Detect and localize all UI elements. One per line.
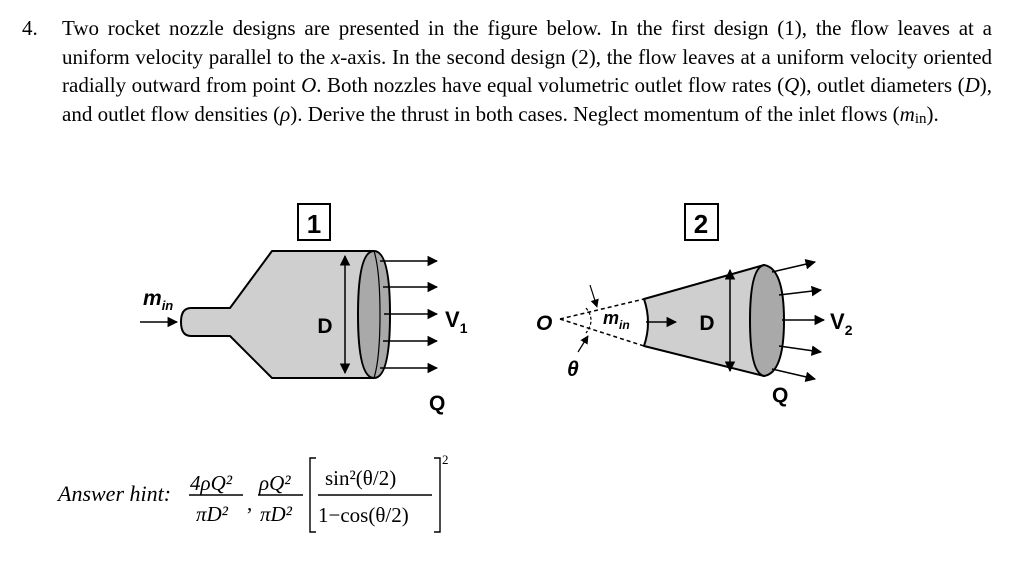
problem-statement: 4. Two rocket nozzle designs are present…: [22, 14, 992, 133]
figure-1-label-box: [297, 203, 331, 241]
flow-1-label: Q: [429, 392, 445, 415]
angle-theta-arc: [585, 307, 592, 334]
inlet-2-label: min: [603, 308, 630, 332]
diameter-1-label: D: [317, 315, 332, 338]
term2-numerator: ρQ²: [258, 471, 291, 495]
term1-numerator: 4ρQ²: [190, 471, 233, 495]
figure-1-label: 1: [307, 209, 321, 239]
left-bracket: [309, 457, 316, 533]
outlet-2-velocity-arrows: [771, 259, 826, 382]
answer-hint-label: Answer hint:: [58, 481, 172, 506]
term1-denominator: πD²: [196, 502, 229, 526]
problem-number: 4.: [22, 16, 38, 40]
diameter-2-label: D: [699, 312, 714, 335]
problem-text: Two rocket nozzle designs are presented …: [62, 16, 993, 127]
figure-2: 2 D θ O min V2: [536, 203, 853, 407]
origin-label: O: [536, 312, 552, 335]
angle-arrow-top: [589, 284, 599, 308]
answer-hint-formula: 4ρQ² πD² , ρQ² πD² sin²(θ/2) 1−cos(θ/2) …: [189, 452, 449, 533]
angle-arrow-bottom: [577, 335, 589, 353]
velocity-1-label: V1: [445, 307, 468, 336]
bracket-exponent: 2: [442, 452, 449, 467]
nozzle-2-exit: [748, 263, 786, 378]
flow-2-label: Q: [772, 384, 788, 407]
formula-separator: ,: [247, 491, 252, 515]
bracket-denominator: 1−cos(θ/2): [318, 503, 409, 527]
nozzle-2-rays: [559, 264, 765, 377]
velocity-2-label: V2: [830, 309, 853, 338]
figure-1: 1 D min V1 Q: [140, 203, 468, 415]
figure-2-label: 2: [694, 209, 708, 239]
inlet-1-label: min: [143, 287, 173, 313]
bracket-numerator: sin²(θ/2): [325, 466, 396, 490]
term2-denominator: πD²: [260, 502, 293, 526]
outlet-1-velocity-arrows: [380, 255, 439, 374]
angle-label: θ: [567, 358, 579, 381]
figure-2-label-box: [684, 203, 719, 241]
right-bracket: [434, 457, 441, 533]
nozzle-1-body: [180, 250, 375, 379]
